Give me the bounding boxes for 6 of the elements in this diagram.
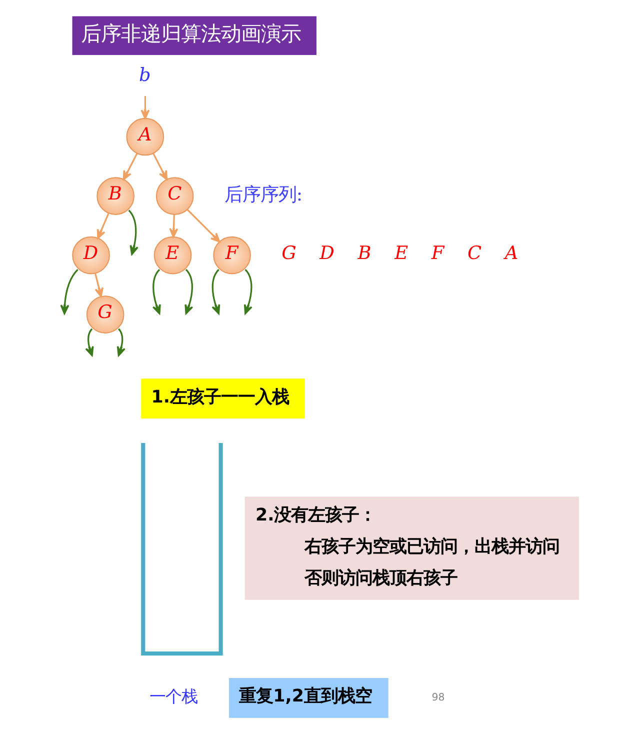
label: 后序序列: <box>224 184 302 206</box>
diagram-title: 后序非递归算法动画演示 <box>80 22 300 46</box>
label: 98 <box>431 692 444 704</box>
label: G D B E F C A <box>281 242 518 264</box>
node-label: 一个栈 <box>148 686 197 706</box>
node-text: b <box>138 64 150 86</box>
